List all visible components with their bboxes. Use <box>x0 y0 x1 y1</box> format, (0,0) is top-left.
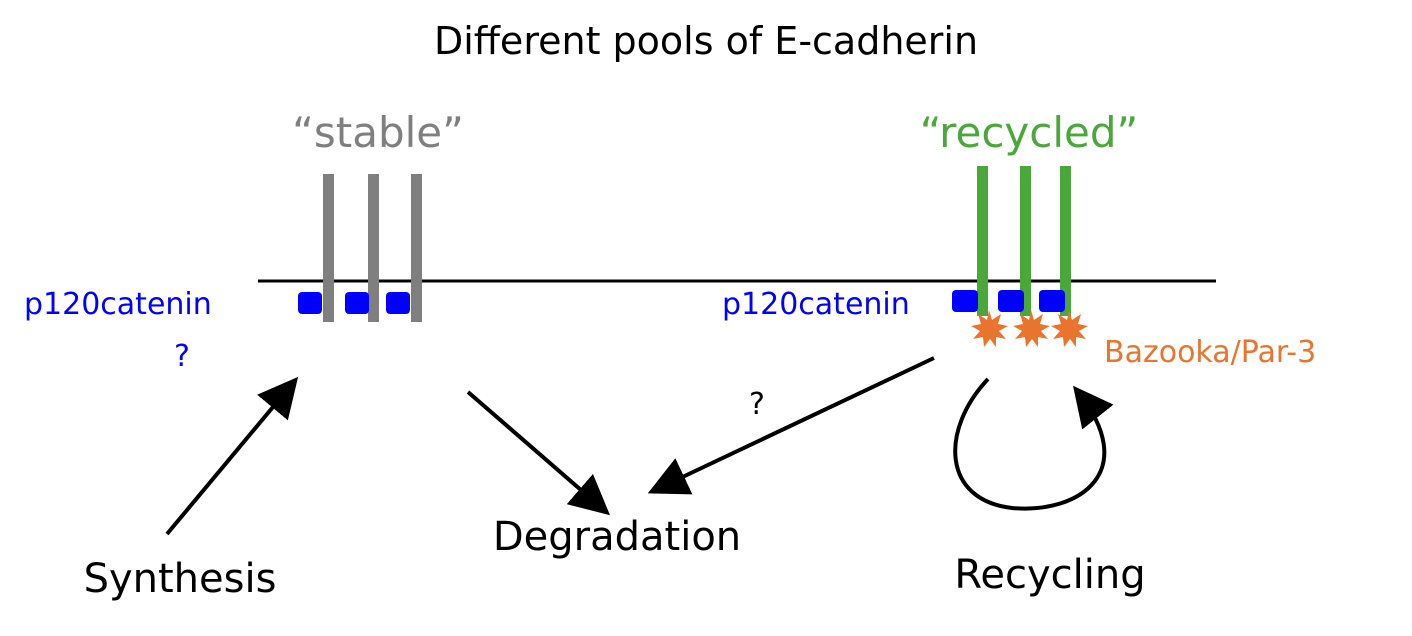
p120catenin-label-left: p120catenin <box>24 287 212 322</box>
synthesis-arrow <box>165 376 299 536</box>
recycled-ecadherin-bar <box>1060 166 1071 316</box>
p120-square <box>386 292 410 314</box>
degradation-arrow-from-stable <box>466 390 611 516</box>
p120-squares-right <box>952 290 1065 312</box>
bazooka-star <box>1013 310 1050 347</box>
recycled-pool-label: “recycled” <box>920 108 1139 157</box>
stable-pool-label: “stable” <box>292 108 464 157</box>
recycling-loop-arrow <box>953 377 1114 511</box>
recycled-ecadherin-bar <box>1020 166 1031 316</box>
stable-ecadherin-group <box>323 174 422 322</box>
p120-squares-left <box>298 292 410 314</box>
p120-square <box>952 290 978 312</box>
bazooka-star <box>971 310 1008 347</box>
degradation-arrow-from-recycled <box>647 356 935 495</box>
question-mark-left: ? <box>174 339 190 374</box>
p120-square <box>1039 290 1065 312</box>
p120-square <box>998 290 1024 312</box>
p120-square <box>298 292 322 314</box>
synthesis-label: Synthesis <box>84 556 277 602</box>
question-mark-middle: ? <box>749 387 765 422</box>
stable-ecadherin-bar <box>323 174 334 322</box>
recycled-ecadherin-group <box>977 166 1071 316</box>
degradation-label: Degradation <box>493 514 741 560</box>
bazooka-label: Bazooka/Par-3 <box>1104 335 1316 370</box>
bazooka-star <box>1051 310 1088 347</box>
p120-square <box>345 292 369 314</box>
diagram-title: Different pools of E-cadherin <box>434 19 978 63</box>
bazooka-stars <box>971 310 1088 347</box>
recycling-label: Recycling <box>954 552 1145 598</box>
p120catenin-label-right: p120catenin <box>722 287 910 322</box>
stable-ecadherin-bar <box>411 174 422 322</box>
recycled-ecadherin-bar <box>977 166 988 316</box>
stable-ecadherin-bar <box>368 174 379 322</box>
